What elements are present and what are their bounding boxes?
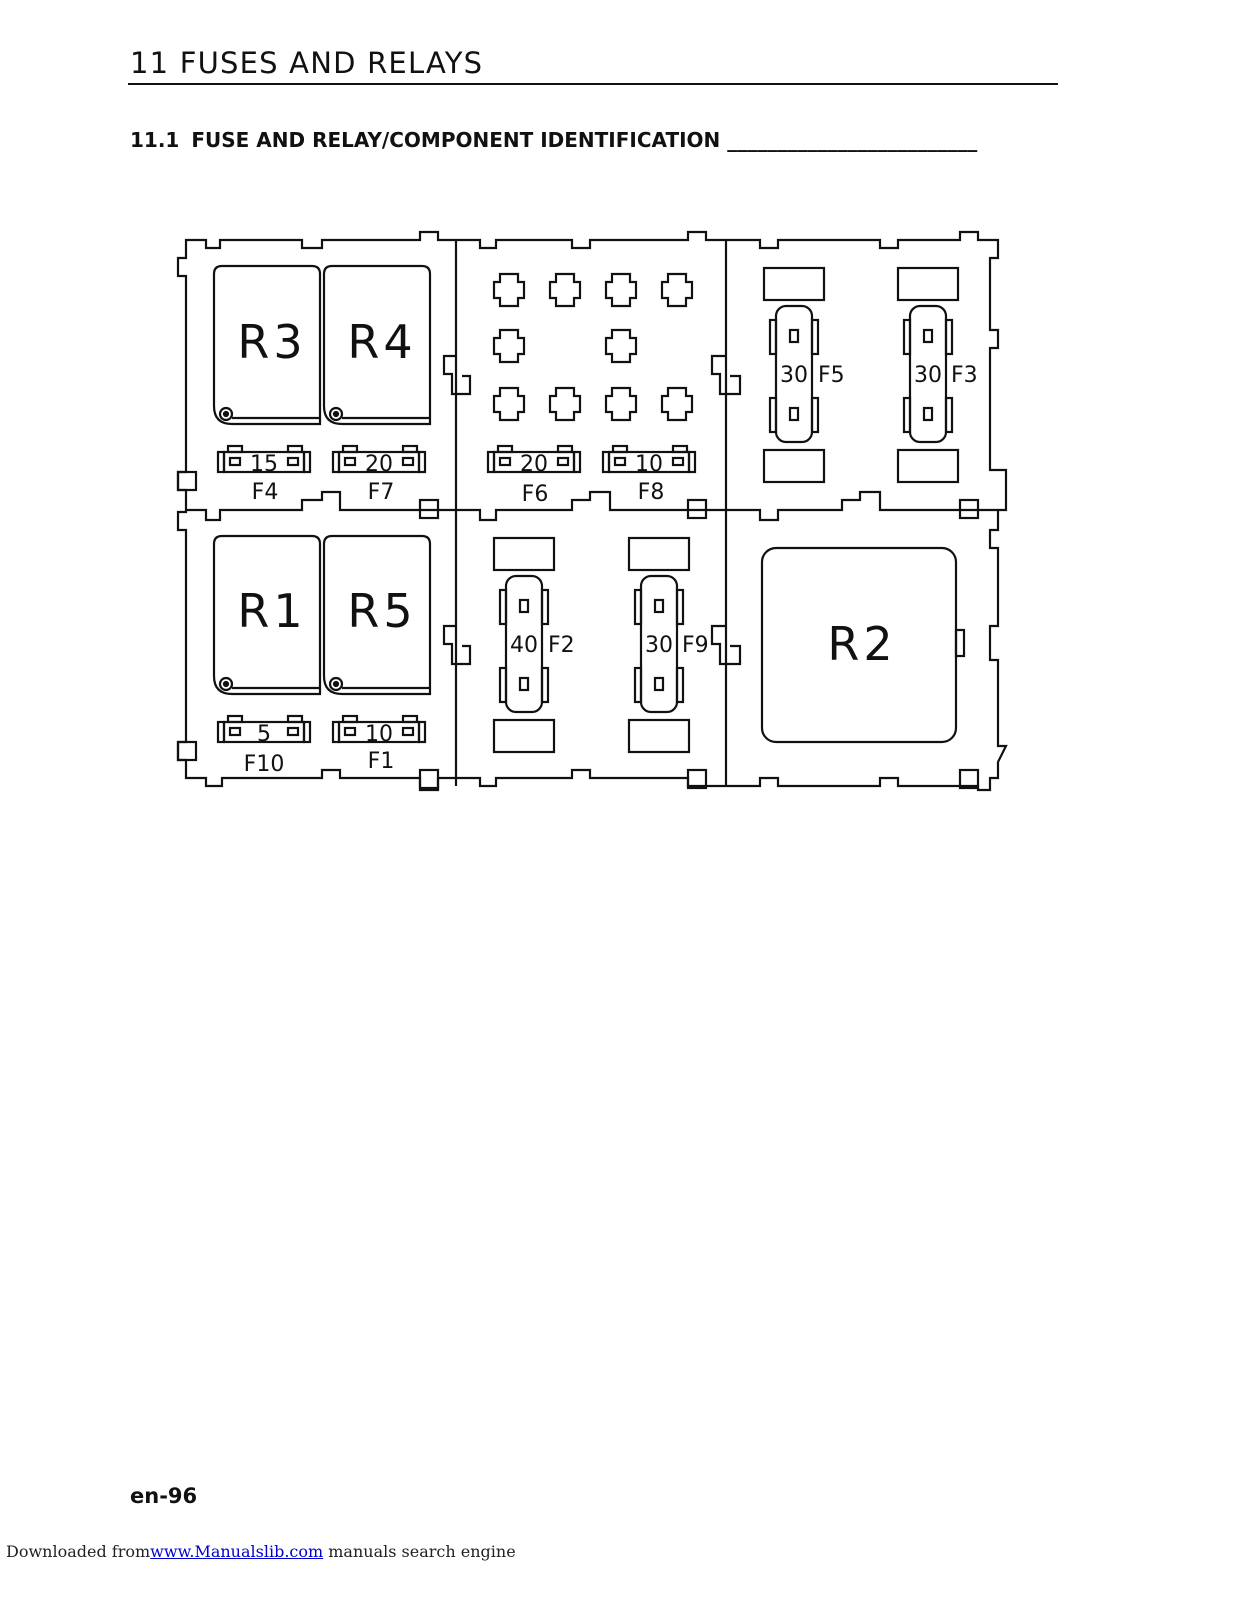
fuse-label-f6: F6	[522, 482, 549, 507]
fuse-rating-f8: 10	[635, 452, 663, 477]
terminal-square	[958, 768, 980, 790]
notch-right-top	[710, 354, 742, 396]
terminal-square	[418, 498, 440, 520]
terminal-square	[176, 740, 198, 762]
section-number: 11.1	[130, 128, 180, 152]
relay-label-r4: R4	[347, 315, 416, 369]
notch-right-bottom	[710, 624, 742, 666]
fuse-label-f10: F10	[244, 752, 285, 777]
fuse-rating-f2: 40	[510, 633, 538, 658]
empty-socket	[604, 328, 638, 364]
relay-r3	[212, 264, 322, 426]
relay-r4	[322, 264, 432, 426]
section-title: 11.1 FUSE AND RELAY/COMPONENT IDENTIFICAT…	[130, 128, 977, 152]
manualslib-link[interactable]: www.Manualslib.com	[150, 1542, 324, 1561]
relay-label-r1: R1	[237, 584, 306, 638]
fuse-box-frame	[176, 230, 1008, 792]
cartridge-fuse-holder-f2	[492, 536, 556, 754]
fuse-label-f4: F4	[252, 480, 279, 505]
fuse-label-f5: F5	[818, 363, 845, 388]
chapter-title: 11 FUSES AND RELAYS	[130, 46, 484, 80]
empty-socket	[660, 386, 694, 422]
section-leader: _________________________	[727, 128, 978, 152]
footer-tagline: manuals search engine	[323, 1542, 516, 1561]
fuse-label-f2: F2	[548, 633, 575, 658]
terminal-square	[176, 470, 198, 492]
fuse-rating-f5: 30	[780, 363, 808, 388]
fuse-label-f1: F1	[368, 749, 395, 774]
empty-socket	[548, 386, 582, 422]
empty-socket	[492, 328, 526, 364]
fuse-rating-f10: 5	[257, 722, 271, 747]
fuse-label-f9: F9	[682, 633, 709, 658]
download-footer: Downloaded fromwww.Manualslib.com manual…	[6, 1542, 516, 1561]
empty-socket-grid	[492, 272, 694, 422]
footer-prefix: Downloaded from	[6, 1542, 151, 1561]
relay-label-r3: R3	[237, 315, 306, 369]
fuse-label-f3: F3	[951, 363, 978, 388]
fuse-label-f8: F8	[638, 480, 665, 505]
relay-r2	[760, 546, 966, 744]
fuse-rating-f1: 10	[365, 722, 393, 747]
notch-left-top	[442, 354, 472, 396]
empty-socket	[660, 272, 694, 308]
section-title-text: FUSE AND RELAY/COMPONENT IDENTIFICATION	[191, 128, 721, 152]
relay-r1	[212, 534, 322, 696]
terminal-square	[686, 498, 708, 520]
cartridge-fuse-holder-f9	[627, 536, 691, 754]
terminal-square	[686, 768, 708, 790]
empty-socket	[492, 386, 526, 422]
terminal-square	[418, 768, 440, 790]
relay-label-r5: R5	[347, 584, 416, 638]
empty-socket	[604, 272, 638, 308]
fuse-rating-f9: 30	[645, 633, 673, 658]
divider-middle	[186, 490, 998, 522]
chapter-rule	[128, 83, 1058, 85]
blade-fuse-holder-f4	[216, 444, 312, 474]
blade-fuse-holder-f1	[331, 714, 427, 744]
cartridge-fuse-holder-f3	[896, 266, 960, 484]
terminal-square	[958, 498, 980, 520]
relay-label-r2: R2	[827, 617, 896, 671]
fuse-rating-f4: 15	[250, 452, 278, 477]
blade-fuse-holder-f10	[216, 714, 312, 744]
page-number: en-96	[130, 1484, 198, 1508]
fuse-rating-f3: 30	[914, 363, 942, 388]
blade-fuse-holder-f7	[331, 444, 427, 474]
cartridge-fuse-holder-f5	[762, 266, 826, 484]
notch-left-bottom	[442, 624, 472, 666]
fuse-rating-f7: 20	[365, 452, 393, 477]
empty-socket	[604, 386, 638, 422]
fuse-rating-f6: 20	[520, 452, 548, 477]
empty-socket	[492, 272, 526, 308]
fuse-label-f7: F7	[368, 480, 395, 505]
empty-socket	[548, 272, 582, 308]
blade-fuse-holder-f8	[601, 444, 697, 474]
blade-fuse-holder-f6	[486, 444, 582, 474]
relay-r5	[322, 534, 432, 696]
